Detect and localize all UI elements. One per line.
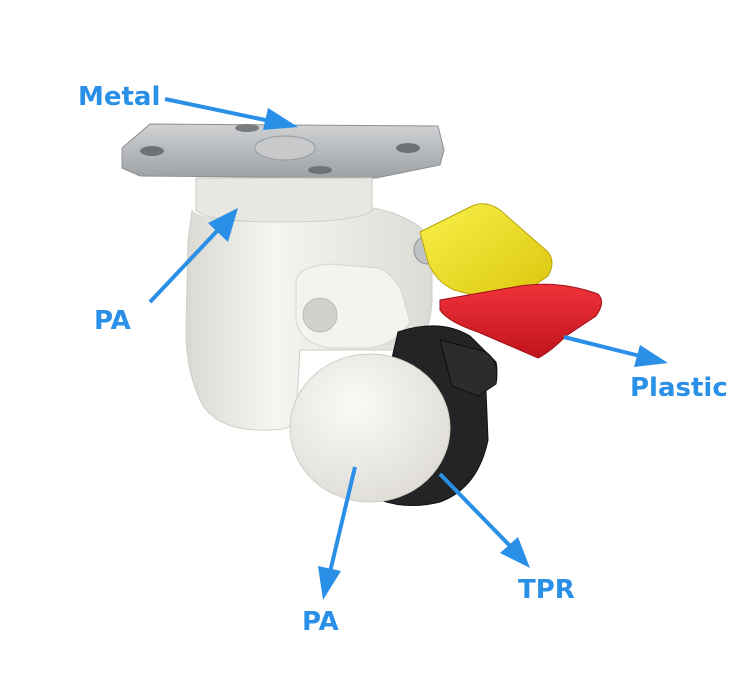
- pa-wheel-face: [289, 353, 451, 503]
- tread-bracket: [439, 339, 498, 397]
- label-pa-wheel: PA: [302, 607, 339, 637]
- label-plastic: Plastic: [630, 373, 728, 403]
- plate-hole: [140, 146, 164, 156]
- plate-hole: [235, 124, 259, 132]
- arrow-icon: [318, 466, 357, 600]
- arrow-icon: [164, 97, 298, 130]
- plate-hole: [308, 166, 332, 174]
- caster-wheel-illustration: [121, 123, 602, 506]
- callout-arrows: [148, 97, 668, 600]
- swivel-ring: [195, 177, 373, 223]
- label-tpr: TPR: [518, 575, 575, 605]
- label-pa-body: PA: [94, 306, 131, 336]
- axle-hole: [302, 297, 338, 333]
- plate-center-boss: [254, 135, 316, 161]
- red-release-pedal: [439, 283, 602, 359]
- arrow-icon: [563, 335, 668, 367]
- arrow-icon: [438, 472, 530, 568]
- label-metal: Metal: [78, 82, 161, 112]
- arrow-icon: [148, 208, 238, 304]
- plate-hole: [396, 143, 420, 153]
